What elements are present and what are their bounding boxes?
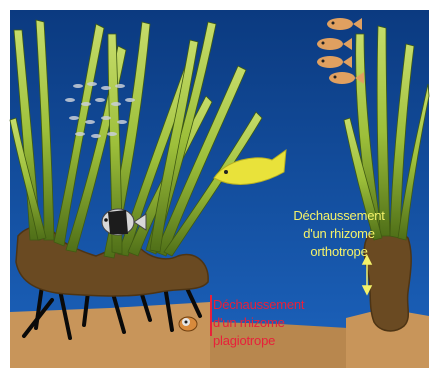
label-orthotrope-line-1: Déchaussement [280,207,398,225]
label-plagiotrope-line-3: plagiotrope [213,332,353,350]
label-plagiotrope: Déchaussement d'un rhizome plagiotrope [213,296,353,350]
label-orthotrope: Déchaussement d'un rhizome orthotrope [280,207,398,261]
label-orthotrope-line-2: d'un rhizome [280,225,398,243]
small-fish-sand [179,317,197,331]
label-plagiotrope-line-1: Déchaussement [213,296,353,314]
label-orthotrope-line-3: orthotrope [280,243,398,261]
label-plagiotrope-line-2: d'un rhizome [213,314,353,332]
